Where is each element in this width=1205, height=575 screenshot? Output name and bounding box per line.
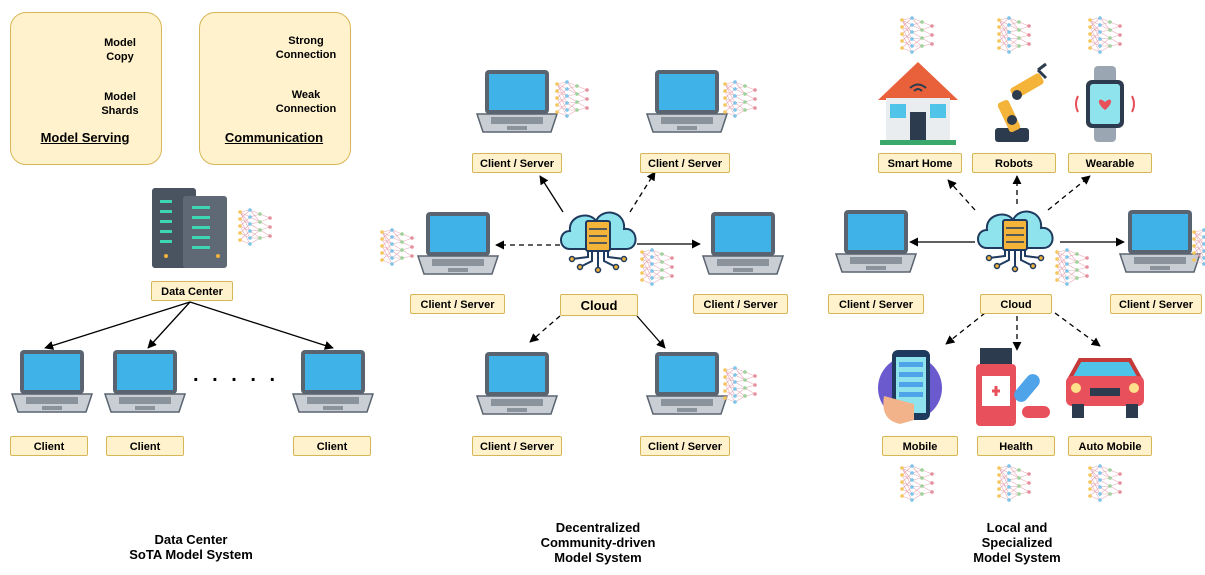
laptop-icon (11, 349, 93, 413)
wearable-label: Wearable (1068, 153, 1152, 173)
client-server-label: Client / Server (472, 436, 562, 456)
neural-network-icon (639, 247, 675, 287)
smart-home-icon (878, 62, 958, 145)
mobile-label: Mobile (882, 436, 958, 456)
neural-network-icon (899, 15, 935, 55)
communication-title: Communication (224, 130, 324, 145)
cloud-label: Cloud (980, 294, 1052, 314)
neural-network-icon (722, 79, 758, 119)
decentralized-connections (495, 171, 701, 349)
model-serving-legend (10, 12, 162, 165)
robots-label: Robots (972, 153, 1056, 173)
communication-legend (199, 12, 351, 165)
cloud-server-icon (977, 210, 1054, 273)
model-shards-label: Model Shards (101, 91, 139, 117)
smartwatch-icon (1075, 66, 1135, 142)
neural-network-icon (996, 463, 1032, 503)
robot-arm-icon (995, 62, 1048, 142)
data-center-neural-network-icon (237, 207, 273, 247)
client-label: Client (10, 436, 88, 456)
client-server-label: Client / Server (693, 294, 788, 314)
laptop-icon (702, 211, 784, 275)
weak-connection-label: Weak Connection (275, 89, 337, 115)
neural-network-icon (1054, 247, 1090, 287)
neural-network-icon (899, 463, 935, 503)
decentralized-nodes (417, 69, 784, 415)
client-label: Client (106, 436, 184, 456)
auto-mobile-label: Auto Mobile (1068, 436, 1152, 456)
laptop-icon (646, 69, 728, 133)
neural-network-icon (554, 79, 590, 119)
server-rack-icon (152, 188, 227, 268)
local-bottom-neural-network-icons (899, 463, 1123, 503)
local-connections (909, 175, 1125, 351)
neural-network-icon (996, 15, 1032, 55)
data-center-label: Data Center (151, 281, 233, 301)
client-server-label: Client / Server (640, 153, 730, 173)
strong-connection-label: Strong Connection (275, 35, 337, 61)
laptop-icon (292, 349, 374, 413)
data-center-connections (44, 301, 334, 350)
local-caption: Local and Specialized Model System (973, 520, 1061, 565)
car-icon (1066, 358, 1144, 418)
laptop-icon (476, 69, 558, 133)
neural-network-icon (1087, 15, 1123, 55)
client-server-label: Client / Server (410, 294, 505, 314)
more-clients-ellipsis: . . . . . (193, 364, 280, 386)
neural-network-icon (379, 227, 415, 267)
model-serving-title: Model Serving (40, 130, 130, 145)
client-server-label: Client / Server (472, 153, 562, 173)
cloud-label: Cloud (560, 294, 638, 316)
model-copy-label: Model Copy (104, 37, 136, 63)
laptop-icon (476, 351, 558, 415)
client-server-label: Client / Server (640, 436, 730, 456)
medicine-icon (976, 348, 1050, 426)
decentralized-caption: Decentralized Community-driven Model Sys… (540, 520, 656, 565)
neural-network-icon (722, 365, 758, 405)
local-top-neural-network-icons (899, 15, 1123, 55)
neural-network-icon (1087, 463, 1123, 503)
laptop-icon (1119, 209, 1201, 273)
health-label: Health (977, 436, 1055, 456)
laptop-icon (646, 351, 728, 415)
client-server-label: Client / Server (828, 294, 924, 314)
data-center-caption: Data Center SoTA Model System (129, 532, 253, 562)
smart-home-label: Smart Home (878, 153, 962, 173)
client-label: Client (293, 436, 371, 456)
laptop-icon (417, 211, 499, 275)
laptop-icon (835, 209, 917, 273)
smartphone-icon (878, 350, 942, 424)
client-server-label: Client / Server (1110, 294, 1202, 314)
cloud-server-icon (560, 211, 637, 274)
laptop-icon (104, 349, 186, 413)
